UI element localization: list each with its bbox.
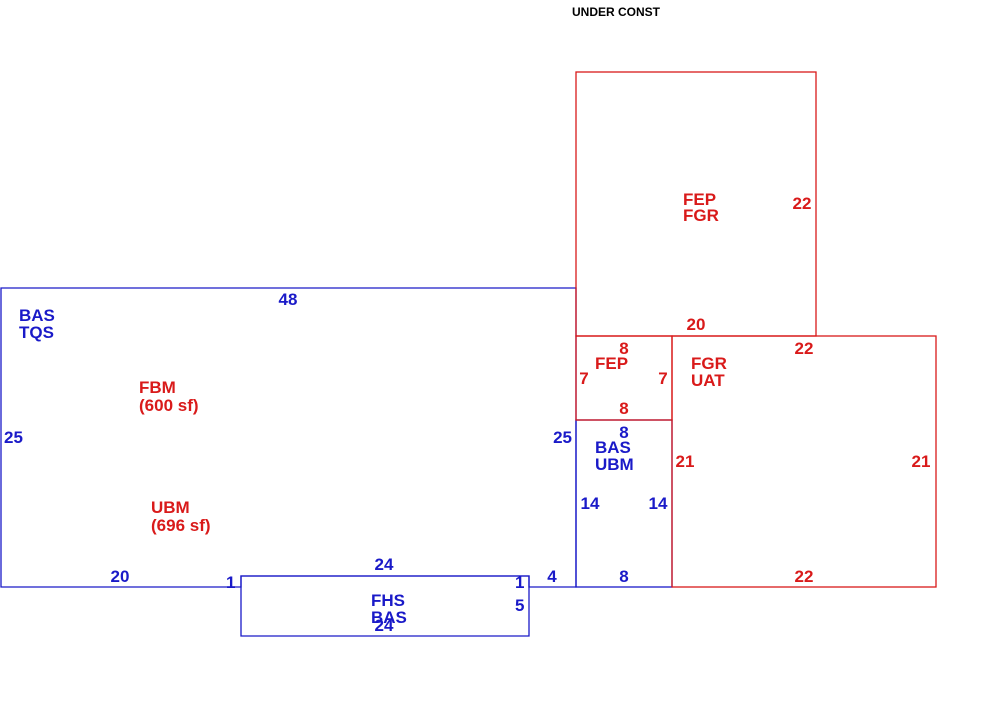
dim-step-bottom: 4 — [547, 567, 557, 586]
area-label-fep-upper: FEP — [683, 190, 716, 209]
sketch-title: UNDER CONST — [572, 5, 661, 19]
dim-fep-right: 7 — [658, 369, 667, 388]
dim-porch-top: 24 — [375, 555, 394, 574]
fgr-uat-outline — [671, 335, 937, 588]
dim-fep-left: 7 — [579, 369, 588, 388]
main-outline — [0, 287, 577, 588]
area-label-uat: UAT — [691, 371, 725, 390]
area-label-ubm-size: (696 sf) — [151, 516, 211, 535]
area-label-fep-small: FEP — [595, 354, 628, 373]
area-label-bas: BAS — [19, 306, 55, 325]
dim-main-bottom: 20 — [111, 567, 130, 586]
area-label-fbm: FBM — [139, 378, 176, 397]
dim-bas-top: 8 — [619, 423, 628, 442]
dim-garage-bottom: 22 — [795, 567, 814, 586]
dim-porch-right-offset: 1 — [515, 573, 524, 592]
dim-main-left: 25 — [4, 428, 23, 447]
dim-upper-right: 22 — [793, 194, 812, 213]
dim-main-right: 25 — [553, 428, 572, 447]
dim-garage-left: 21 — [676, 452, 695, 471]
dim-bas-right: 14 — [649, 494, 668, 513]
porch-outline — [240, 575, 530, 637]
area-label-ubm-right: UBM — [595, 455, 634, 474]
dim-fep-top: 8 — [619, 339, 628, 358]
dim-upper-bottom: 20 — [687, 315, 706, 334]
dim-fep-bottom: 8 — [619, 399, 628, 418]
dim-garage-right: 21 — [912, 452, 931, 471]
area-label-fgr: FGR — [691, 354, 727, 373]
red-outlines — [575, 71, 937, 588]
area-label-tqs: TQS — [19, 323, 54, 342]
area-label-ubm: UBM — [151, 498, 190, 517]
dim-porch-right: 5 — [515, 596, 524, 615]
blue-outlines — [0, 287, 673, 637]
dim-porch-bottom: 24 — [375, 616, 394, 635]
area-labels: BAS TQS FBM (600 sf) UBM (696 sf) FHS BA… — [19, 190, 727, 627]
dimension-labels: 48 25 25 20 24 24 5 1 1 4 8 14 14 8 8 7 … — [4, 194, 930, 635]
dim-garage-top: 22 — [795, 339, 814, 358]
area-label-fgr-upper: FGR — [683, 206, 719, 225]
dim-main-top: 48 — [279, 290, 298, 309]
dim-porch-left-offset: 1 — [226, 573, 235, 592]
area-label-fhs-bas: BAS — [371, 608, 407, 627]
dim-bas-bottom: 8 — [619, 567, 628, 586]
dim-bas-left: 14 — [581, 494, 600, 513]
area-label-fhs: FHS — [371, 591, 405, 610]
area-label-bas-right: BAS — [595, 438, 631, 457]
area-label-fbm-size: (600 sf) — [139, 396, 199, 415]
